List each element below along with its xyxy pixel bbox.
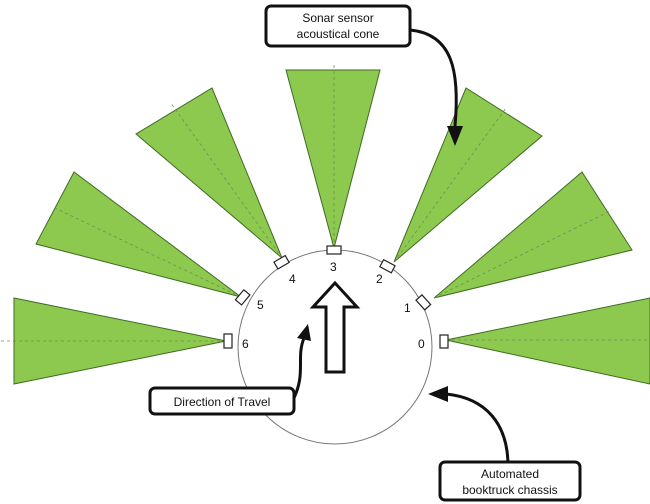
sensor-6-box	[223, 333, 233, 349]
sonar-callout-pointer	[409, 28, 458, 127]
cone-axis-4	[169, 101, 283, 259]
sonar-callout-arrowhead	[447, 126, 463, 146]
acoustic-cone-2	[393, 87, 543, 263]
acoustic-cone-3	[285, 69, 381, 250]
sensor-5-box	[234, 288, 251, 306]
sensor-label-6: 6	[242, 337, 249, 351]
chassis-callout-box	[438, 460, 582, 502]
sonar-callout: Sonar sensor acoustical cone	[264, 4, 463, 146]
sensor-label-3: 3	[330, 260, 337, 274]
cone-group	[0, 64, 650, 385]
sensor-label-4: 4	[289, 272, 296, 286]
direction-callout-arrowhead	[297, 324, 311, 341]
acoustic-cone-0	[445, 297, 650, 385]
acoustic-cone-1	[433, 171, 633, 299]
chassis-callout-arrowhead	[428, 386, 448, 402]
sensor-4-box	[273, 254, 291, 270]
acoustic-cone-4	[135, 87, 283, 259]
chassis-callout-line1: Automated	[481, 467, 539, 481]
chassis-callout-line2: booktruck chassis	[462, 483, 557, 497]
sensor-group	[223, 245, 449, 349]
direction-arrow	[309, 280, 361, 374]
sensor-1-box	[415, 294, 432, 311]
sensor-3-box	[326, 245, 342, 255]
sensor-label-group: 0 1 2 3 4 5 6	[242, 260, 425, 351]
direction-callout: Direction of Travel	[148, 324, 311, 416]
direction-callout-pointer	[292, 337, 306, 399]
direction-callout-label: Direction of Travel	[174, 395, 271, 409]
sensor-2-box	[379, 258, 396, 274]
acoustic-cone-5	[35, 171, 242, 298]
sonar-callout-box	[264, 4, 412, 48]
sonar-callout-line2: acoustical cone	[297, 27, 380, 41]
sensor-label-1: 1	[404, 301, 411, 315]
direction-callout-box	[148, 386, 296, 416]
cone-axis-2	[393, 107, 507, 263]
cone-axis-5	[54, 207, 242, 298]
sonar-callout-line1: Sonar sensor	[302, 11, 373, 25]
sensor-label-2: 2	[376, 272, 383, 286]
sensor-label-5: 5	[257, 298, 264, 312]
sensor-label-0: 0	[418, 337, 425, 351]
chassis-callout-pointer	[445, 392, 510, 467]
chassis-callout: Automated booktruck chassis	[428, 386, 582, 502]
sensor-0-box	[439, 334, 449, 349]
